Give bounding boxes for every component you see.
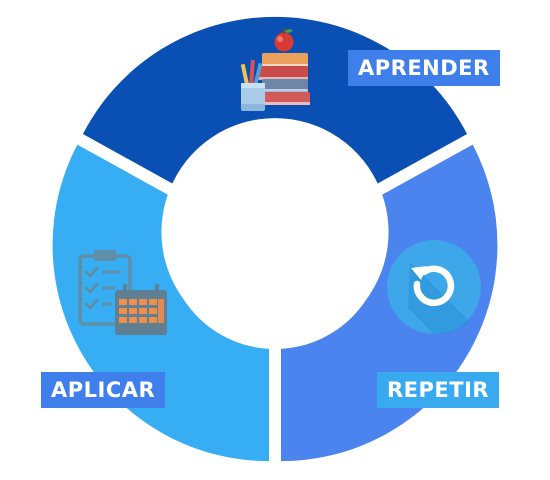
separator-top-right [369, 126, 487, 199]
center-hole [166, 131, 384, 349]
repeat-arrow-icon [387, 240, 481, 335]
label-aplicar: APLICAR [41, 372, 166, 408]
separator-top-left [63, 126, 181, 199]
books-apple-pencil-cup-icon [240, 28, 310, 111]
clipboard-calendar-icon [78, 250, 167, 335]
label-repetir: REPETIR [377, 372, 500, 408]
label-aprender: APRENDER [348, 50, 500, 86]
